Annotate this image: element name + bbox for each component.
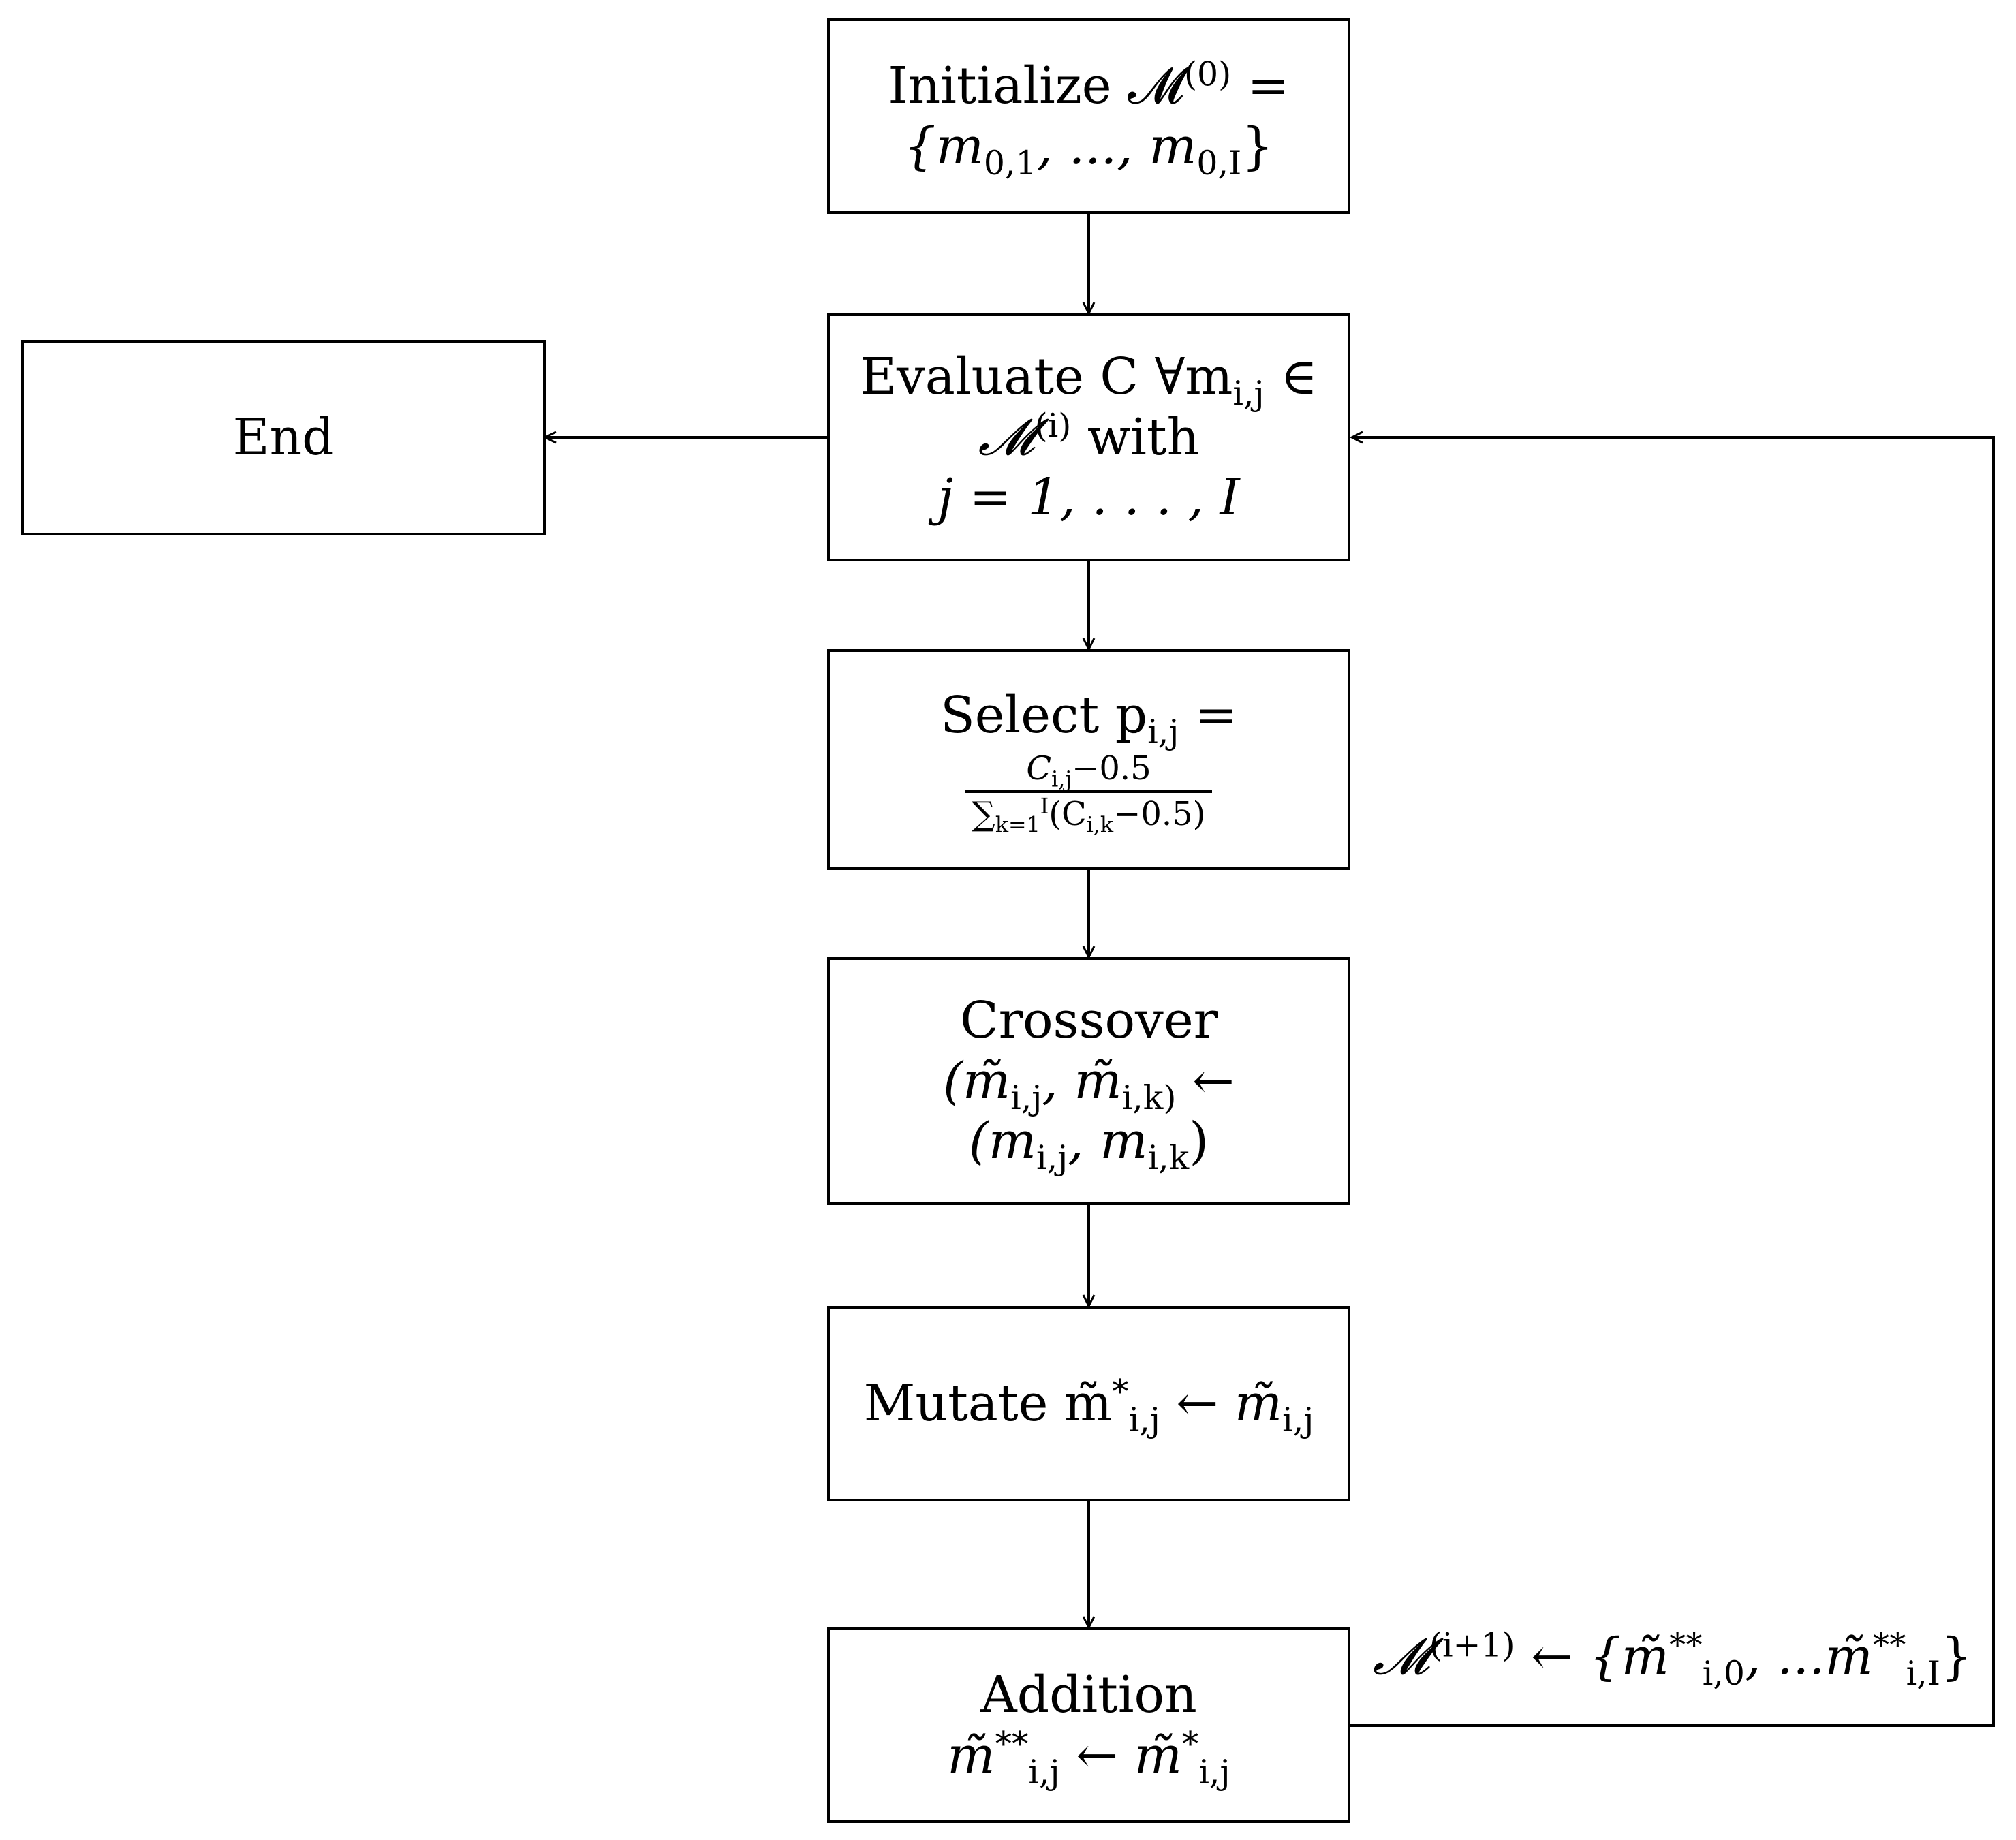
select-line-1: Select pi,j = [940, 686, 1237, 752]
crossover-line-2: (m̃i,j, m̃i,k) ← [943, 1051, 1235, 1117]
loop-edge-label: 𝓜(i+1) ← {m̃**i,0, ...m̃**i,I} [1373, 1625, 1973, 1693]
node-select: Select pi,j = Ci,j−0.5 ∑k=1I(Ci,k−0.5) [827, 649, 1350, 870]
evaluate-line-1: Evaluate C ∀mi,j ∈ [859, 347, 1318, 413]
fraction-numerator: Ci,j−0.5 [1026, 749, 1151, 792]
node-initialize: Initialize 𝓜(0) = {m0,1, ..., m0,I} [827, 18, 1350, 214]
node-evaluate: Evaluate C ∀mi,j ∈ 𝓜(i) with j = 1, . . … [827, 313, 1350, 561]
selection-probability-fraction: Ci,j−0.5 ∑k=1I(Ci,k−0.5) [965, 749, 1213, 837]
initialize-line-2: {m0,1, ..., m0,I} [903, 116, 1274, 183]
evaluate-line-2: 𝓜(i) with [978, 405, 1200, 467]
addition-line-2: m̃**i,j ← m̃*i,j [947, 1724, 1230, 1792]
node-crossover: Crossover (m̃i,j, m̃i,k) ← (mi,j, mi,k) [827, 957, 1350, 1205]
crossover-line-1: Crossover [959, 991, 1218, 1050]
end-label: End [232, 408, 335, 467]
evaluate-line-3: j = 1, . . . , I [937, 468, 1240, 527]
arrow-addition-loop-to-evaluate [1350, 437, 1995, 1727]
initialize-line-1: Initialize 𝓜(0) = [888, 54, 1290, 115]
node-end: End [21, 340, 546, 535]
node-addition: Addition m̃**i,j ← m̃*i,j [827, 1627, 1350, 1823]
addition-line-1: Addition [980, 1665, 1197, 1724]
node-mutate: Mutate m̃*i,j ← m̃i,j [827, 1306, 1350, 1501]
fraction-denominator: ∑k=1I(Ci,k−0.5) [965, 790, 1213, 837]
crossover-line-3: (mi,j, mi,k) [968, 1112, 1209, 1178]
mutate-line-1: Mutate m̃*i,j ← m̃i,j [863, 1372, 1314, 1439]
